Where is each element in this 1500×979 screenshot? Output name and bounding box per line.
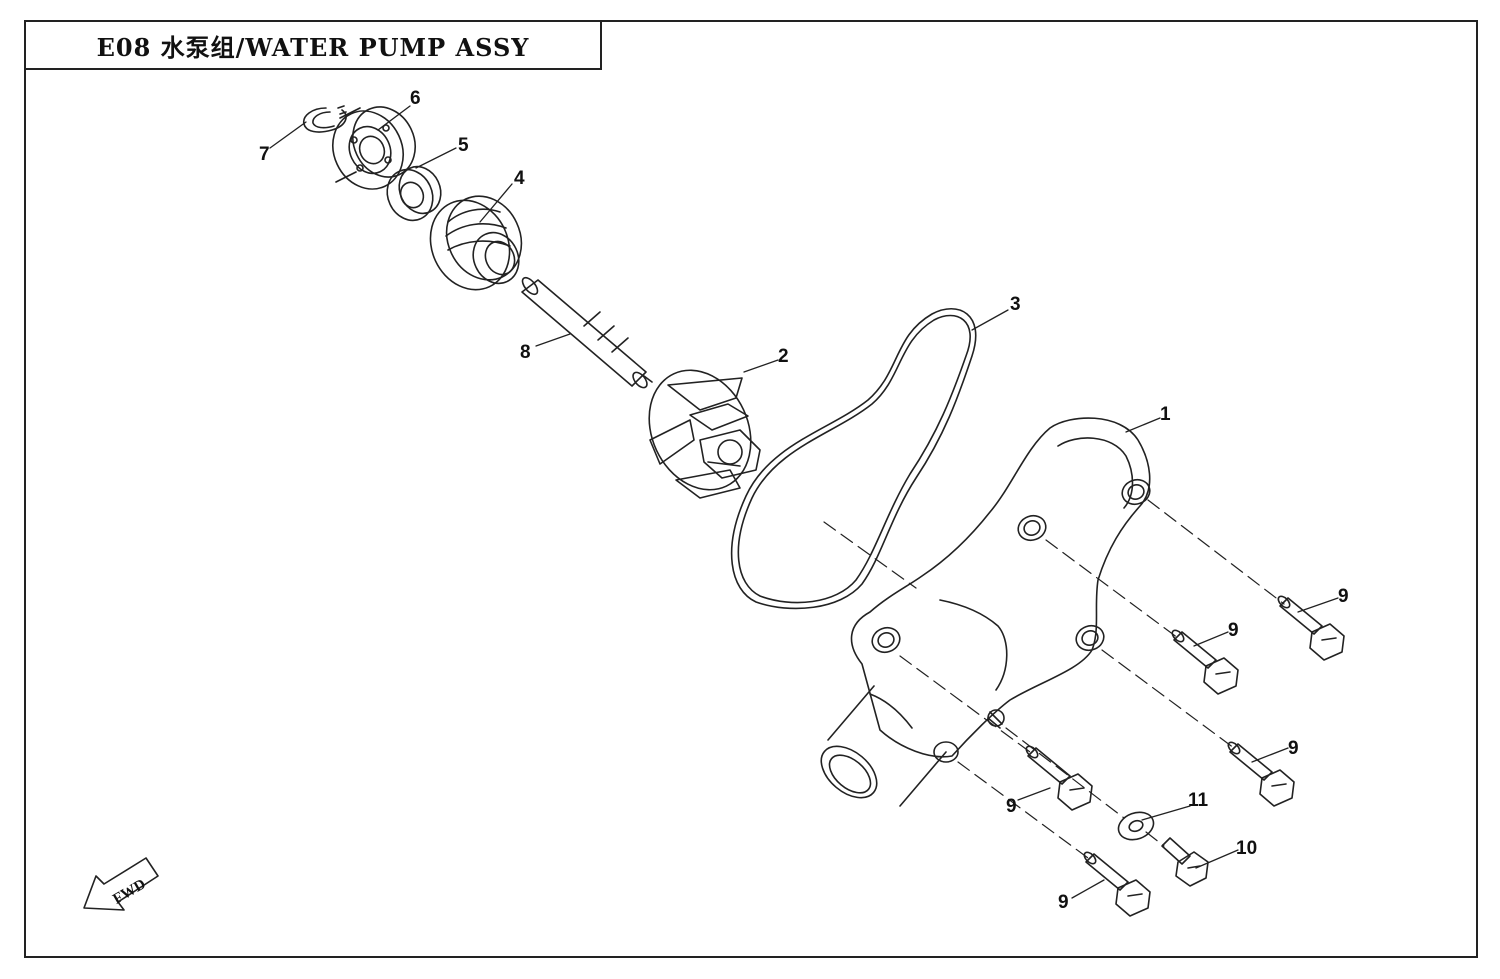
bolt-middle-right xyxy=(1171,629,1239,695)
callout-9-upper-right: 9 xyxy=(1338,586,1349,607)
mechanical-seal xyxy=(429,195,523,291)
impeller xyxy=(648,369,761,499)
callout-9-lower-right: 9 xyxy=(1288,738,1299,759)
callout-9-middle-right: 9 xyxy=(1228,620,1239,641)
callout-5: 5 xyxy=(458,135,469,156)
assembly-lines xyxy=(823,499,1285,859)
callout-labels: 7 6 5 4 8 2 3 1 9 9 9 9 11 10 9 FWD xyxy=(110,88,1348,913)
callout-6: 6 xyxy=(410,88,421,109)
pump-cover xyxy=(820,417,1151,807)
callout-4: 4 xyxy=(514,168,525,189)
callout-9-center: 9 xyxy=(1006,796,1017,817)
o-ring xyxy=(730,307,977,610)
pump-shaft xyxy=(521,276,653,389)
bolt-lower-right xyxy=(1227,741,1295,807)
washer xyxy=(1117,811,1155,841)
callout-3: 3 xyxy=(1010,294,1021,315)
fwd-arrow-icon xyxy=(83,857,159,911)
callout-11: 11 xyxy=(1188,790,1209,811)
bolt-bottom xyxy=(1083,851,1151,917)
callout-8: 8 xyxy=(520,342,531,363)
bolt-upper-right xyxy=(1277,595,1345,661)
bolt-center-lower xyxy=(1025,745,1093,811)
oil-seal xyxy=(386,165,442,222)
drain-bolt xyxy=(1161,837,1209,887)
diagram-title: E08 水泵组/WATER PUMP ASSY xyxy=(96,32,530,62)
circlip xyxy=(302,105,347,133)
fwd-label: FWD xyxy=(110,876,148,907)
drawing-frame xyxy=(24,20,1478,958)
callout-1: 1 xyxy=(1160,404,1171,425)
callout-9-bottom: 9 xyxy=(1058,892,1069,913)
title-box: E08 水泵组/WATER PUMP ASSY xyxy=(24,20,602,70)
callout-2: 2 xyxy=(778,346,789,367)
bearing xyxy=(332,106,416,190)
leader-lines xyxy=(269,105,1339,899)
callout-10: 10 xyxy=(1236,838,1257,859)
callout-7: 7 xyxy=(259,144,270,165)
